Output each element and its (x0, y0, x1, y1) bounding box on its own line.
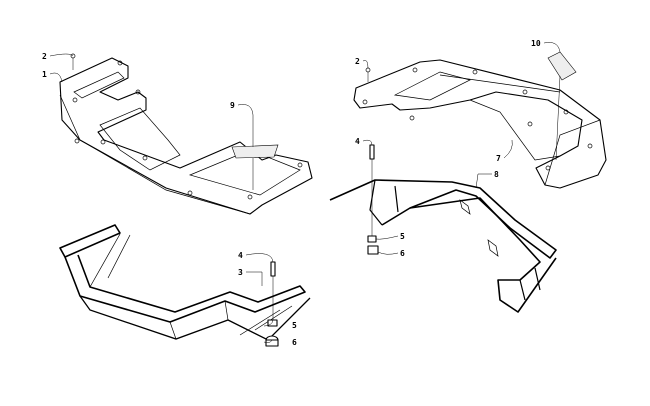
callout-left-1: 1 (42, 70, 47, 79)
callout-right-5: 5 (400, 232, 405, 241)
leader-lines (49, 42, 561, 343)
left-rack-part-1 (59, 57, 313, 215)
callout-left-3: 3 (238, 268, 243, 277)
right-bumper-part-8 (329, 179, 557, 313)
callout-right-2: 2 (355, 57, 360, 66)
callout-left-4: 4 (238, 251, 243, 260)
callout-right-8: 8 (494, 170, 499, 179)
callout-left-5: 5 (292, 321, 297, 330)
decal-part-10 (547, 51, 577, 81)
callout-right-6: 6 (400, 249, 405, 258)
left-bumper-part-3 (59, 224, 311, 341)
callout-left-2: 2 (42, 52, 47, 61)
right-rack-part-7 (353, 59, 607, 189)
callout-right-4: 4 (355, 137, 360, 146)
callout-right-10: 10 (531, 39, 541, 48)
callout-left-6: 6 (292, 338, 297, 347)
callout-left-9: 9 (230, 101, 235, 110)
decal-part-9 (231, 144, 279, 159)
callout-right-7: 7 (496, 154, 501, 163)
